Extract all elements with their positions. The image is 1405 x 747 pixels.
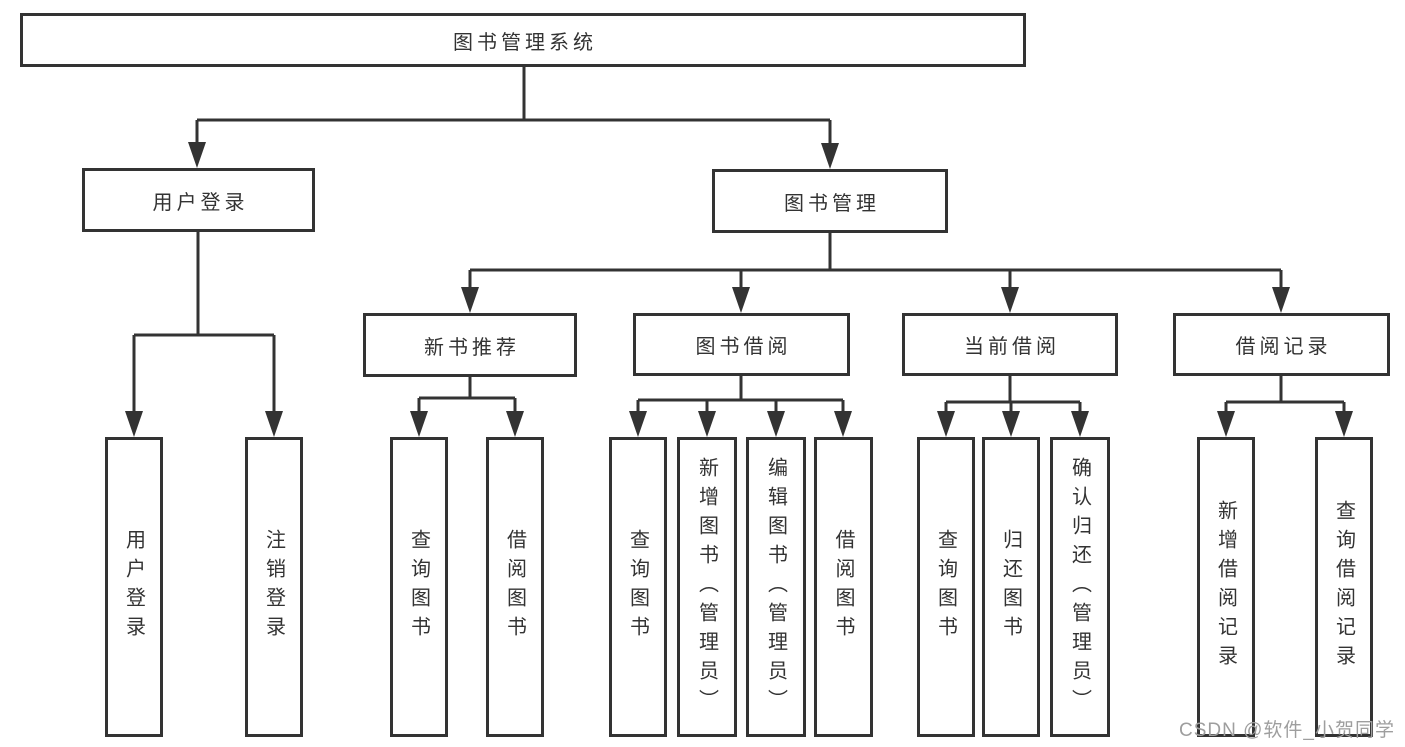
leaf-current-query: 查询图书 (917, 437, 975, 737)
leaf-borrow-edit-admin: 编辑图书（管理员） (746, 437, 806, 737)
arrowhead-icon (629, 411, 647, 437)
arrowhead-icon (1335, 411, 1353, 437)
connector-book-borrow-split (629, 376, 852, 437)
arrowhead-icon (937, 411, 955, 437)
connector-current-borrow-split (937, 376, 1089, 437)
arrowhead-icon (1217, 411, 1235, 437)
leaf-current-confirm-admin: 确认归还（管理员） (1050, 437, 1110, 737)
connector-borrow-record-split (1217, 376, 1353, 437)
node-book-management: 图书管理 (712, 169, 948, 233)
arrowhead-icon (1002, 411, 1020, 437)
connector-book-mgmt-split (461, 233, 1290, 313)
arrowhead-icon (188, 142, 206, 168)
node-current-borrow: 当前借阅 (902, 313, 1118, 376)
connector-root-split (188, 67, 839, 169)
arrowhead-icon (732, 287, 750, 313)
arrowhead-icon (265, 411, 283, 437)
leaf-user-login: 用户登录 (105, 437, 163, 737)
node-new-book-recommend: 新书推荐 (363, 313, 577, 377)
leaf-borrow-add-admin: 新增图书（管理员） (677, 437, 737, 737)
leaf-logout: 注销登录 (245, 437, 303, 737)
leaf-record-query: 查询借阅记录 (1315, 437, 1373, 737)
leaf-borrow-query: 查询图书 (609, 437, 667, 737)
leaf-newbook-borrow: 借阅图书 (486, 437, 544, 737)
connector-user-login-split (125, 232, 283, 437)
arrowhead-icon (834, 411, 852, 437)
arrowhead-icon (698, 411, 716, 437)
node-borrow-record: 借阅记录 (1173, 313, 1390, 376)
arrowhead-icon (410, 411, 428, 437)
leaf-record-add: 新增借阅记录 (1197, 437, 1255, 737)
watermark: CSDN @软件_小贺同学 (1179, 720, 1395, 741)
node-book-borrow: 图书借阅 (633, 313, 850, 376)
leaf-current-return: 归还图书 (982, 437, 1040, 737)
leaf-borrow-book: 借阅图书 (814, 437, 873, 737)
arrowhead-icon (506, 411, 524, 437)
arrowhead-icon (1071, 411, 1089, 437)
arrowhead-icon (1001, 287, 1019, 313)
arrowhead-icon (125, 411, 143, 437)
arrowhead-icon (821, 143, 839, 169)
arrowhead-icon (767, 411, 785, 437)
arrowhead-icon (461, 287, 479, 313)
arrowhead-icon (1272, 287, 1290, 313)
node-user-login: 用户登录 (82, 168, 315, 232)
node-root-system: 图书管理系统 (20, 13, 1026, 67)
connector-new-book-split (410, 377, 524, 437)
leaf-newbook-query: 查询图书 (390, 437, 448, 737)
